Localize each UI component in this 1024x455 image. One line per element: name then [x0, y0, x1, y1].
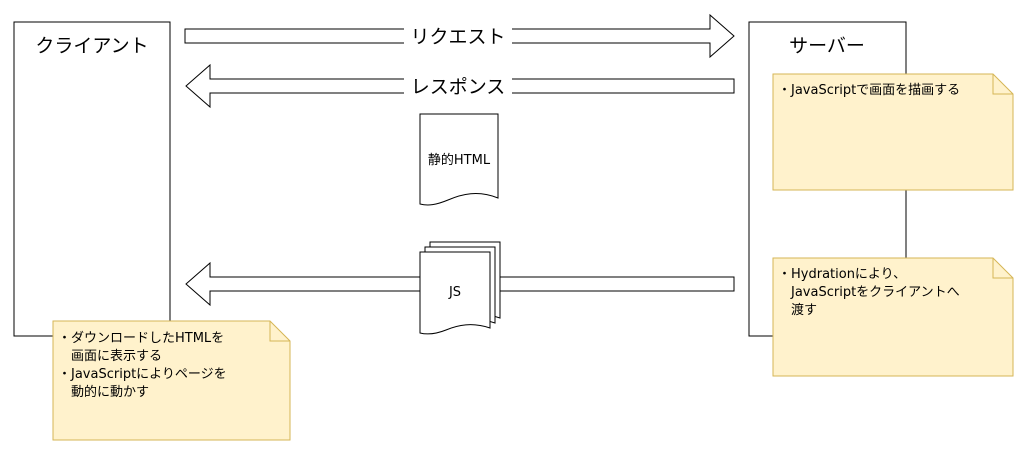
note-server-hydration-line: JavaScriptをクライアントへ — [778, 285, 960, 300]
request-arrow: リクエスト — [184, 13, 735, 59]
note-client-shape — [52, 320, 291, 441]
client-label: クライアント — [35, 35, 148, 57]
note-client-line: 動的に動かす — [58, 385, 150, 400]
response-arrow: レスポンス — [185, 63, 735, 109]
request-label-bg — [404, 26, 512, 46]
note-client-line: ・ダウンロードしたHTMLを — [58, 331, 225, 346]
js-label: JS — [448, 285, 461, 300]
client-box — [13, 21, 171, 337]
request-label: リクエスト — [410, 26, 505, 48]
note-server-hydration: ・Hydrationにより、 JavaScriptをクライアントへ 渡す — [778, 266, 960, 320]
note-client: ・ダウンロードしたHTMLを 画面に表示する ・JavaScriptによりページ… — [58, 330, 227, 402]
server-label: サーバー — [789, 35, 865, 57]
js-document-stack: JS — [419, 241, 501, 335]
response-label-bg — [404, 76, 512, 96]
note-client-line: 画面に表示する — [58, 349, 163, 364]
note-server-render-fold — [992, 74, 1013, 95]
note-server-hydration-line: ・Hydrationにより、 — [778, 267, 907, 282]
response-label: レスポンス — [411, 76, 506, 98]
static-html-label: 静的HTML — [428, 152, 491, 168]
note-server-render-shape — [772, 73, 1014, 191]
note-server-render: ・JavaScriptで画面を描画する — [778, 82, 960, 100]
static-html-document: 静的HTML — [419, 113, 499, 206]
note-server-hydration-fold — [992, 258, 1013, 279]
note-client-fold — [269, 321, 290, 342]
client-node: クライアント — [13, 21, 171, 337]
note-server-render-line: ・JavaScriptで画面を描画する — [778, 83, 961, 98]
note-server-hydration-line: 渡す — [778, 303, 818, 318]
js-document-front — [419, 251, 491, 335]
static-html-document-shape — [419, 113, 499, 206]
note-server-hydration-shape — [772, 257, 1014, 377]
note-client-line: ・JavaScriptによりページを — [58, 367, 227, 382]
